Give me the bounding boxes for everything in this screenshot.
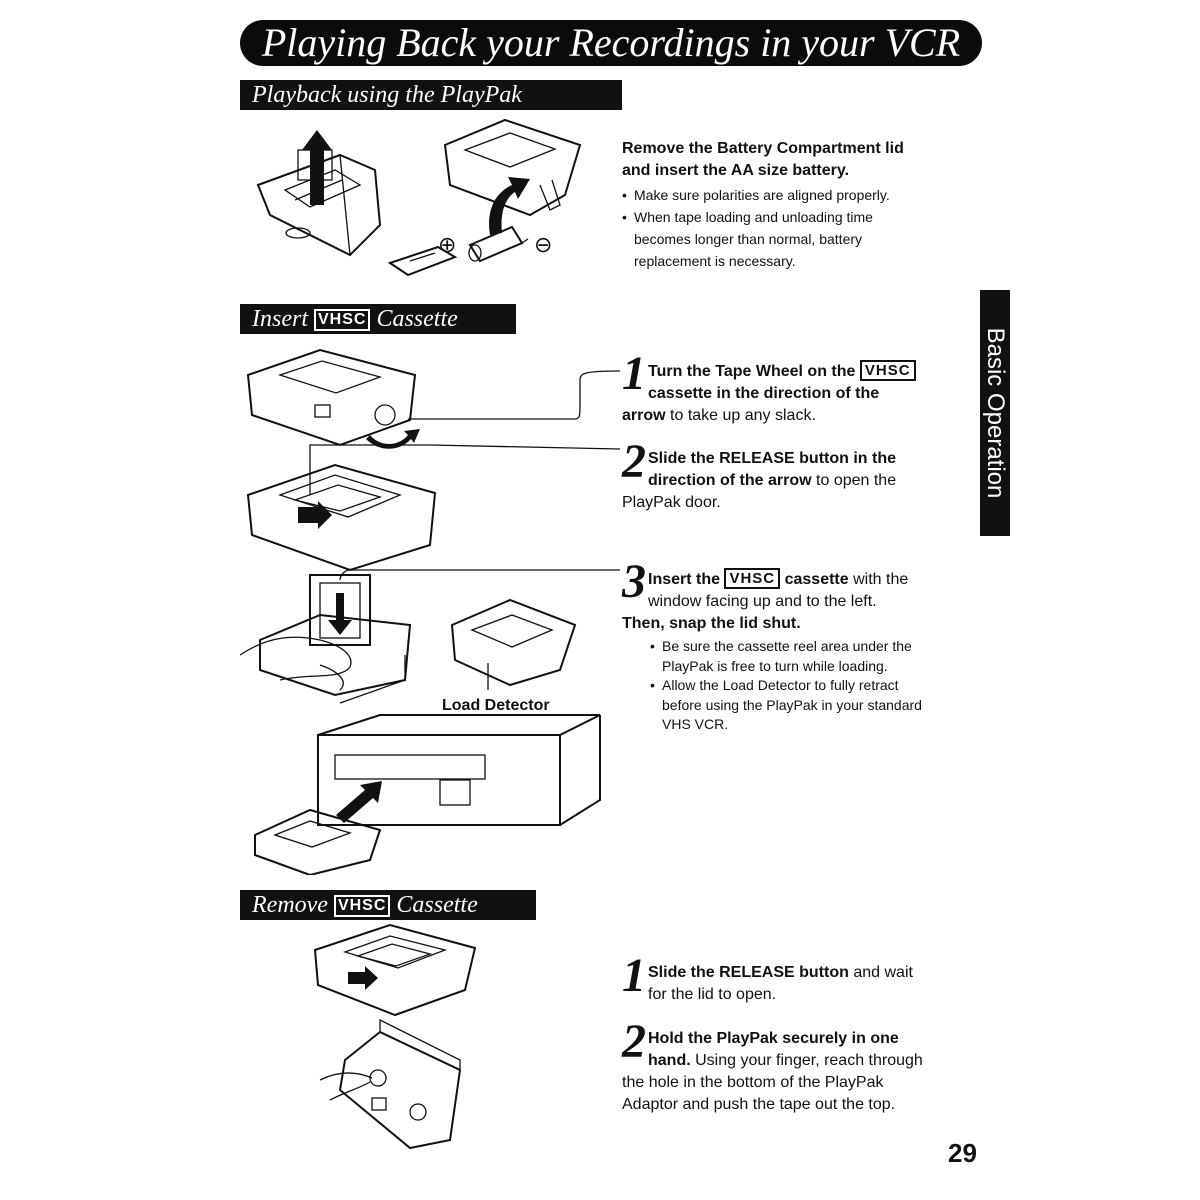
list-item: Allow the Load Detector to fully retract: [650, 676, 982, 696]
step-text-bold: direction of the arrow: [648, 472, 812, 489]
vhsc-logo: VHSC: [314, 309, 371, 331]
battery-lid-shadow: [285, 227, 311, 239]
step-text-bold: Hold the PlayPak securely in one: [648, 1030, 899, 1047]
battery-heading-line2: and insert the AA size battery.: [622, 162, 850, 179]
battery-illustration: [256, 118, 582, 277]
step-text-normal: with the: [853, 571, 909, 588]
step-text: Insert the VHSC cassette with the window…: [622, 568, 982, 635]
vhsc-cassette-small-drawing: [254, 808, 382, 875]
list-item: Make sure polarities are aligned properl…: [622, 184, 962, 206]
step-text-normal: to open the: [816, 472, 897, 489]
vhsc-logo: VHSC: [724, 568, 781, 589]
battery-instructions: Remove the Battery Compartment lid and i…: [622, 138, 962, 272]
step-text: Slide the RELEASE button and wait for th…: [622, 962, 972, 1006]
insert-step-1: 1 Turn the Tape Wheel on the VHSC casset…: [622, 350, 972, 427]
vhsc-cassette-drawing: [246, 348, 417, 447]
step-text-normal: Using your finger, reach through: [695, 1052, 923, 1069]
curved-arrow-icon: [489, 177, 530, 235]
step-text-bold: arrow: [622, 407, 666, 424]
step-text-bold: Turn the Tape Wheel on the: [648, 363, 856, 380]
playpak-release-drawing: [313, 923, 477, 1017]
step-text-bold: Then, snap the lid shut.: [622, 615, 801, 632]
plus-symbol: ⊕: [438, 232, 457, 257]
side-tab-basic-operation: Basic Operation: [980, 290, 1010, 536]
heading-word: Remove: [252, 892, 328, 918]
step-text: Hold the PlayPak securely in one hand. U…: [622, 1028, 982, 1116]
down-arrow-icon: [328, 593, 352, 635]
list-item-text: becomes longer than normal, battery: [634, 231, 863, 247]
step-text-bold: cassette in the direction of the: [648, 385, 880, 402]
step-text-normal: for the lid to open.: [648, 986, 777, 1003]
list-item: before using the PlayPak in your standar…: [662, 696, 922, 713]
callout-line-1: [408, 370, 620, 420]
insert-illustrations: [240, 348, 620, 875]
step-number: 1: [622, 949, 646, 1002]
section-heading-playpak: Playback using the PlayPak: [240, 80, 622, 110]
step-text-bold: Slide the RELEASE button in the: [648, 450, 896, 467]
battery-heading-line1: Remove the Battery Compartment lid: [622, 140, 904, 157]
load-detector-drawing: [450, 598, 577, 690]
heading-word: Cassette: [376, 306, 458, 332]
remove-step-1: 1 Slide the RELEASE button and wait for …: [622, 952, 972, 1006]
step-number: 2: [622, 1015, 646, 1068]
heading-word: Insert: [252, 306, 308, 332]
step-text-normal: window facing up and to the left.: [648, 593, 877, 610]
section-heading-remove: Remove VHSC Cassette: [240, 890, 536, 920]
insert-step-3: 3 Insert the VHSC cassette with the wind…: [622, 558, 982, 735]
release-arrow-icon: [348, 966, 378, 990]
playpak-drawing-right: [443, 118, 582, 217]
step-number: 1: [622, 347, 646, 400]
section-heading-insert: Insert VHSC Cassette: [240, 304, 516, 334]
step-text-normal: to take up any slack.: [670, 407, 816, 424]
up-arrow-icon: [302, 130, 332, 205]
step-text-bold: Insert the: [648, 571, 721, 588]
heading-word: Cassette: [396, 892, 478, 918]
step-text-bold: Slide the RELEASE button: [648, 964, 849, 981]
cassette-insertion-drawing: [240, 569, 620, 704]
vcr-drawing: [317, 714, 601, 826]
remove-illustrations: [313, 923, 477, 1150]
vhsc-logo: VHSC: [859, 360, 916, 381]
step-text-normal: and wait: [853, 964, 913, 981]
page-title: Playing Back your Recordings in your VCR: [240, 20, 982, 66]
playpak-eject-drawing: [319, 1018, 462, 1150]
list-item: becomes longer than normal, battery: [622, 228, 962, 250]
insert-step-2: 2 Slide the RELEASE button in the direct…: [622, 438, 972, 514]
step-text-normal: Adaptor and push the tape out the top.: [622, 1096, 896, 1113]
step-text: Slide the RELEASE button in the directio…: [622, 448, 972, 514]
step-text: Turn the Tape Wheel on the VHSC cassette…: [622, 360, 972, 427]
step-text-normal: the hole in the bottom of the PlayPak: [622, 1074, 884, 1091]
load-detector-label: Load Detector: [442, 697, 550, 714]
minus-symbol: ⊖: [534, 232, 553, 257]
battery-lid-drawing: [387, 245, 458, 277]
battery-bullets: Make sure polarities are aligned properl…: [622, 184, 962, 272]
step-text-normal: PlayPak door.: [622, 494, 721, 511]
vhsc-logo: VHSC: [333, 895, 391, 917]
tape-wheel-arrow-icon: [366, 429, 420, 449]
insert-arrow-icon: [336, 781, 382, 823]
release-arrow-icon: [298, 501, 332, 529]
page-number: 29: [948, 1138, 977, 1168]
step-text-bold: hand.: [648, 1052, 691, 1069]
step-number: 3: [622, 555, 646, 608]
list-item: When tape loading and unloading time: [622, 206, 962, 228]
list-item: PlayPak is free to turn while loading.: [662, 657, 888, 674]
step-number: 2: [622, 435, 646, 488]
list-item: replacement is necessary.: [622, 250, 962, 272]
list-item-text: replacement is necessary.: [634, 253, 796, 269]
insert-step-3-bullets: Be sure the cassette reel area under the…: [650, 637, 982, 735]
list-item: VHS VCR.: [662, 716, 729, 732]
list-item: Be sure the cassette reel area under the: [650, 637, 982, 657]
remove-step-2: 2 Hold the PlayPak securely in one hand.…: [622, 1018, 982, 1116]
side-tab-label: Basic Operation: [982, 327, 1009, 499]
step-text-bold: cassette: [784, 571, 849, 588]
